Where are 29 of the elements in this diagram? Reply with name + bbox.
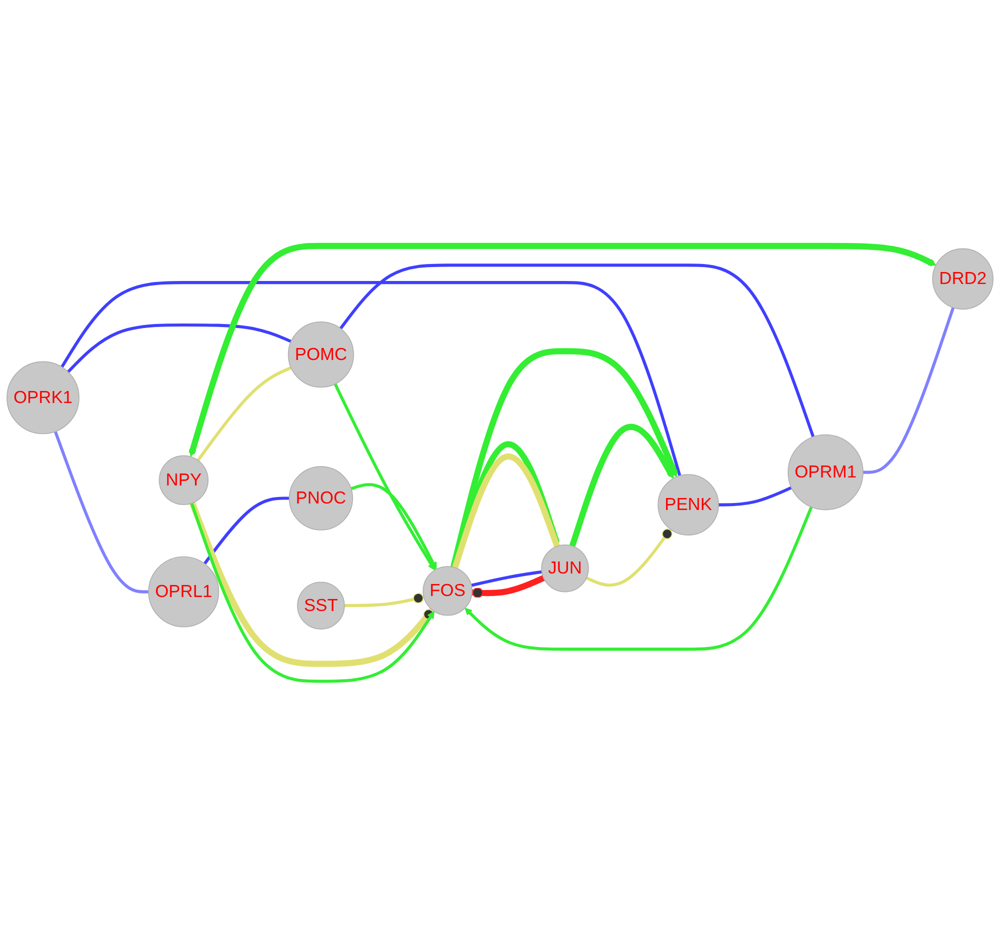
node-circle: DRD2 — [932, 248, 994, 310]
connector — [203, 496, 290, 565]
arrow — [450, 348, 678, 568]
node-circle: SST — [297, 582, 345, 630]
arrow — [350, 483, 437, 570]
node-circle: PNOC — [288, 466, 354, 530]
node-circle: PENK — [658, 474, 719, 536]
arrow — [334, 383, 436, 570]
node-circle: NPY — [158, 455, 208, 505]
connector — [339, 264, 815, 438]
connector — [196, 366, 292, 462]
connector — [718, 486, 792, 506]
node-circle: OPRM1 — [788, 434, 864, 510]
node-circle: JUN — [541, 544, 589, 592]
connector — [471, 570, 542, 587]
arrow — [569, 424, 674, 547]
connector — [472, 575, 545, 598]
node-circle: FOS — [422, 566, 472, 616]
connector — [344, 592, 424, 608]
arrow — [188, 242, 936, 457]
node-circle: POMC — [288, 321, 354, 388]
connector — [60, 280, 682, 476]
connector — [54, 430, 149, 594]
connector — [586, 528, 672, 586]
connector — [67, 323, 292, 373]
connector — [863, 307, 955, 474]
arrow — [464, 506, 813, 651]
node-circle: OPRL1 — [148, 556, 220, 628]
node-circle: OPRK1 — [6, 361, 80, 434]
